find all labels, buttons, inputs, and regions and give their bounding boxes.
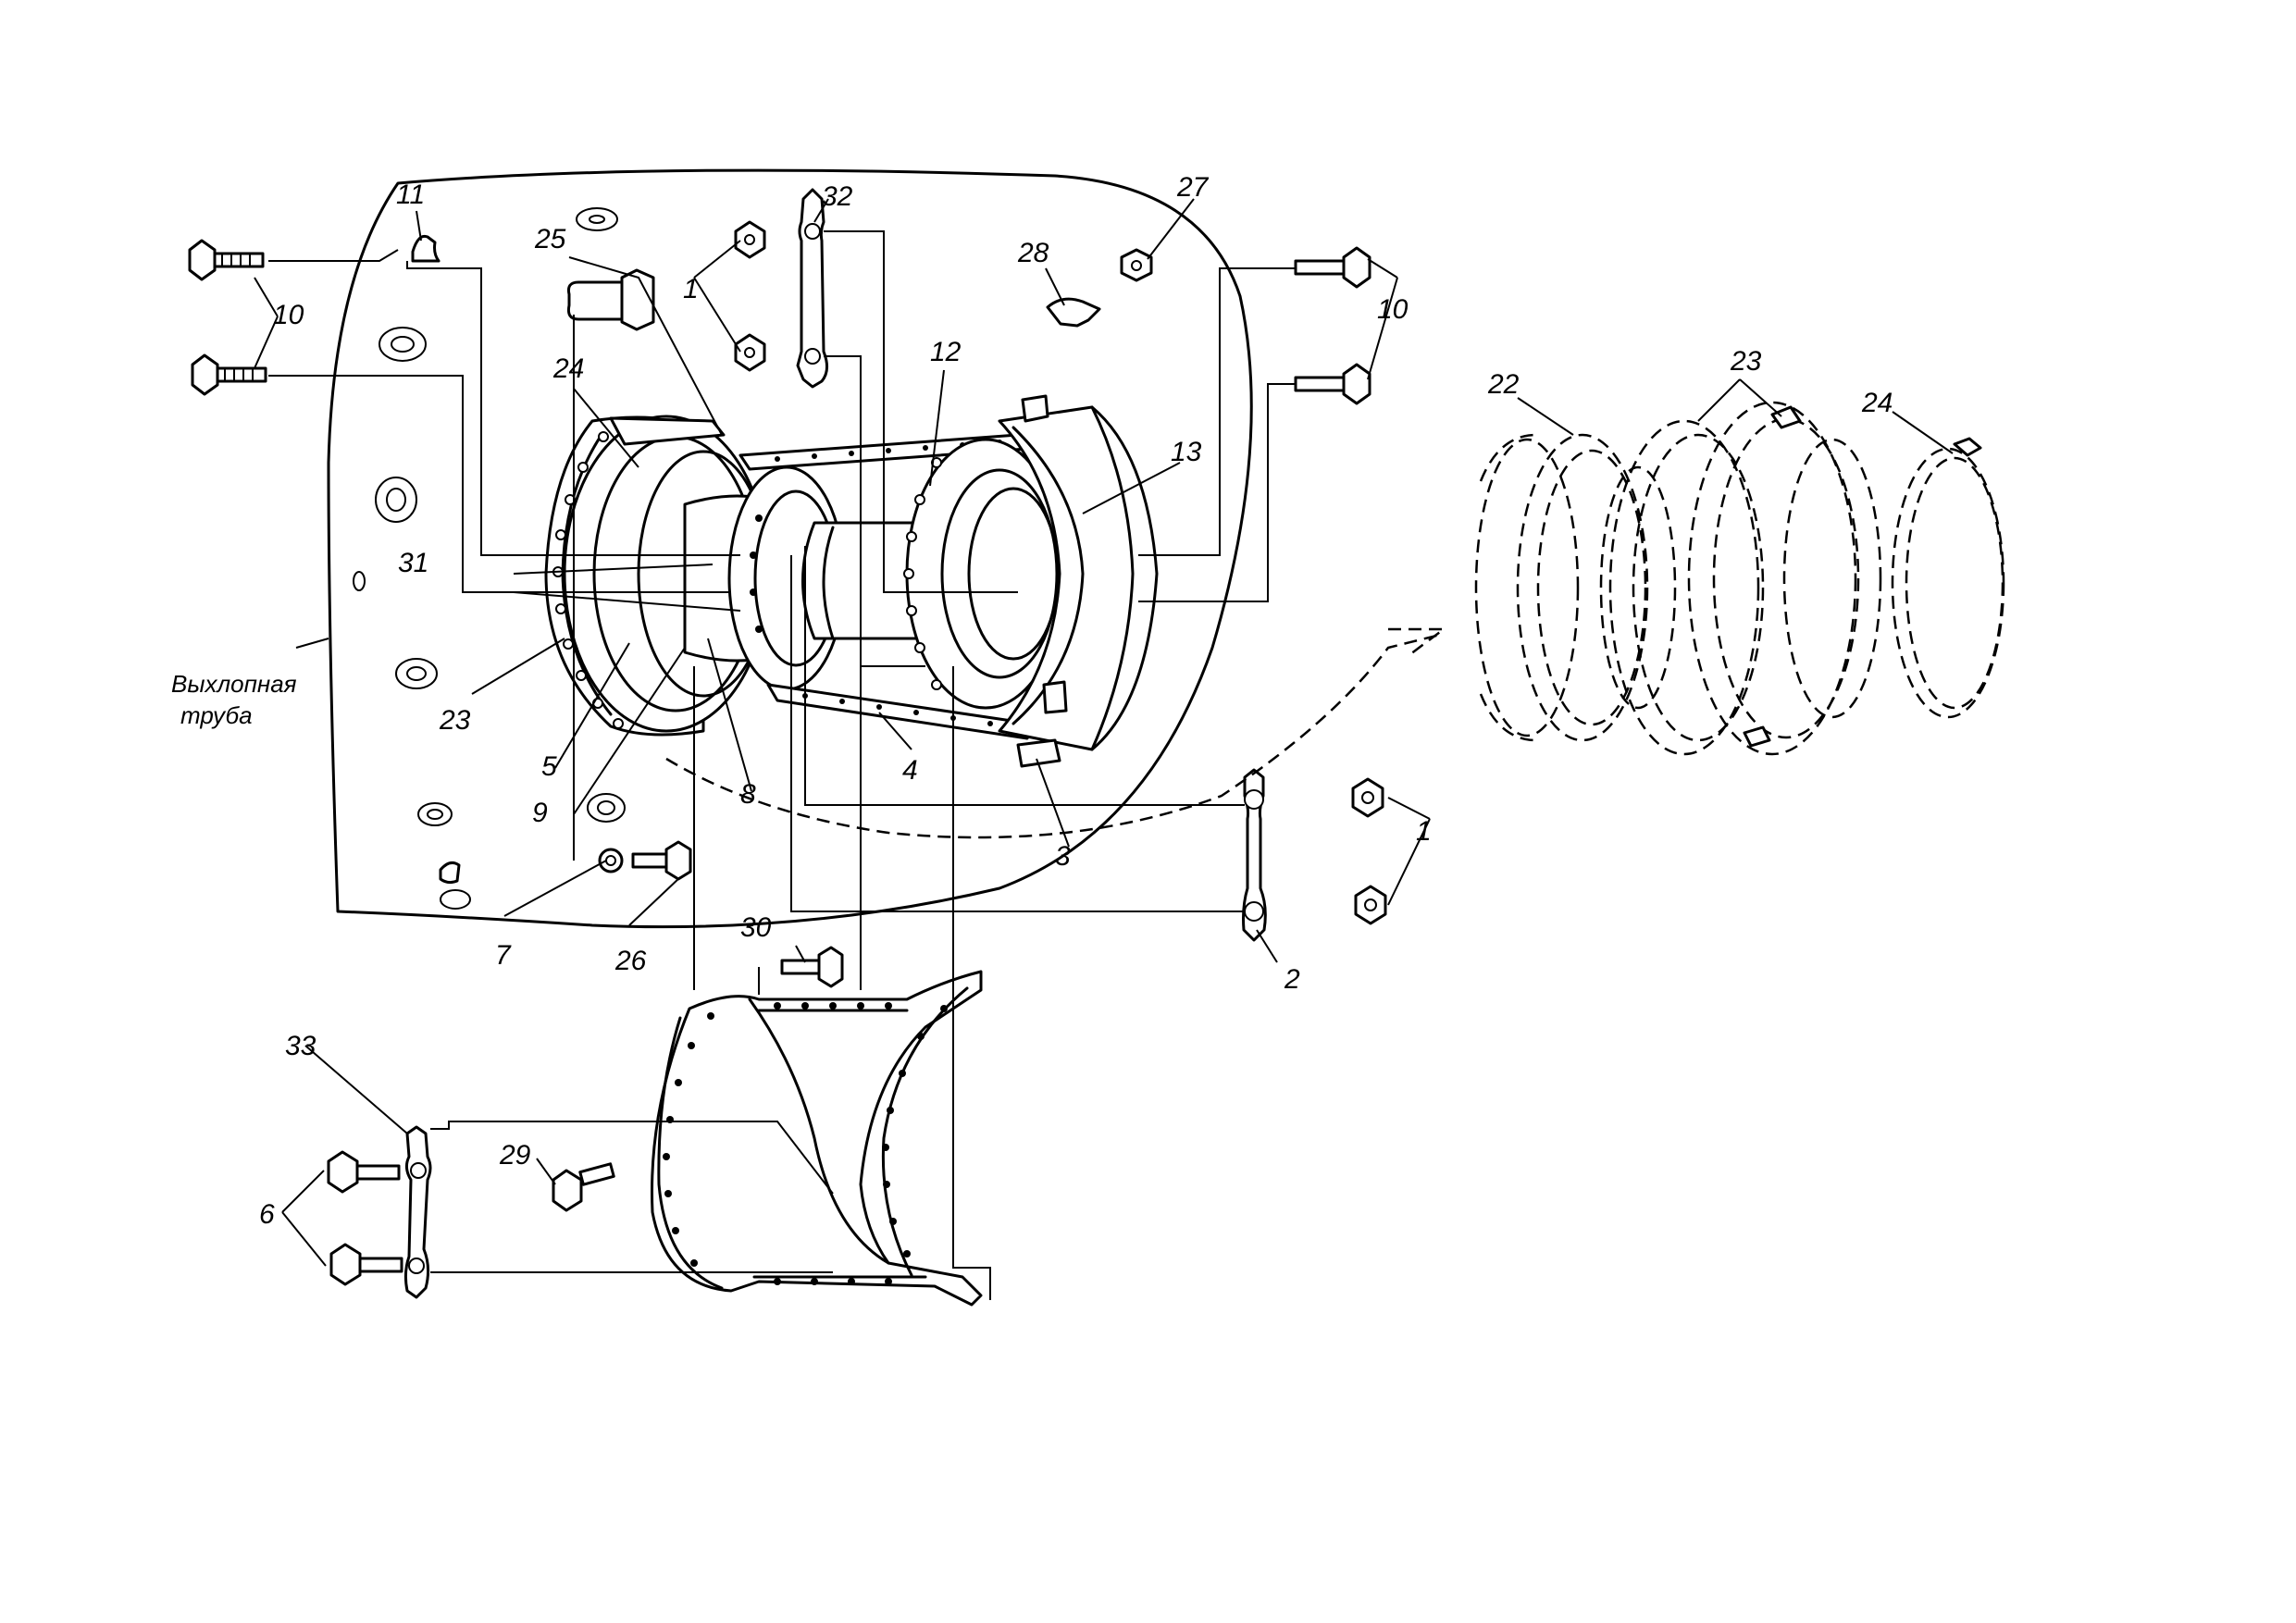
ring-23 <box>1608 401 1882 756</box>
bolt-10-left-lower <box>191 353 267 396</box>
bolt-6-lower <box>329 1243 403 1286</box>
callout-label-c33: 33 <box>285 1031 316 1061</box>
nut-1-right-upper <box>1351 777 1384 818</box>
callout-label-c8: 8 <box>740 779 756 810</box>
callout-label-c4: 4 <box>902 755 918 786</box>
bolt-25 <box>567 268 655 331</box>
bolt-10-right-lower <box>1294 363 1371 405</box>
callout-label-c13: 13 <box>1171 437 1202 467</box>
callout-label-c26: 26 <box>614 946 647 976</box>
callout-pointers <box>254 198 1954 1267</box>
callout-label-c6: 6 <box>259 1199 275 1230</box>
callout-label-c12: 12 <box>930 337 962 367</box>
caption-line-1: Выхлопная <box>171 670 297 698</box>
lower-duct-assembly <box>651 970 983 1307</box>
callout-label-c10b: 10 <box>1377 294 1409 325</box>
callout-label-c28: 28 <box>1017 238 1049 268</box>
washer-7-bolt-26 <box>598 840 692 881</box>
callout-label-c25: 25 <box>534 224 566 254</box>
caption-line-2: труба <box>180 701 253 729</box>
bolt-29 <box>552 1162 615 1212</box>
callout-label-c1b: 1 <box>1416 816 1432 847</box>
callout-label-c24a: 24 <box>552 353 584 384</box>
leader-lines <box>268 230 1296 1300</box>
callout-label-c3: 3 <box>1055 841 1071 872</box>
callout-label-c10a: 10 <box>273 300 304 330</box>
main-flange-assembly <box>544 394 1159 768</box>
callout-label-c11: 11 <box>396 180 425 210</box>
callout-label-c23b: 23 <box>1730 346 1762 377</box>
lock-plate-2 <box>1242 768 1267 942</box>
callout-label-c24b: 24 <box>1861 388 1893 418</box>
ring-24-clamp <box>1891 437 2005 719</box>
bolt-10-left-upper <box>188 239 265 281</box>
bolt-30 <box>780 946 844 988</box>
callout-label-c9: 9 <box>532 798 548 828</box>
nut-1-top-lower <box>734 333 766 372</box>
callout-label-c27: 27 <box>1176 172 1210 203</box>
callout-label-c22: 22 <box>1487 369 1520 400</box>
bolt-10-right-upper <box>1294 246 1371 289</box>
clip-11-icon <box>411 234 441 263</box>
callout-label-c23a: 23 <box>439 705 471 736</box>
exhaust-pipe-plate <box>327 168 1253 929</box>
bolt-6-upper <box>327 1150 401 1194</box>
callout-label-c30: 30 <box>740 912 772 943</box>
callout-label-c1a: 1 <box>683 274 699 304</box>
ring-22 <box>1474 433 1677 742</box>
clip-bottom-icon <box>439 861 461 885</box>
nut-1-right-lower <box>1354 885 1387 925</box>
callout-label-c29: 29 <box>499 1140 531 1171</box>
lock-plate-32 <box>796 188 828 389</box>
callout-label-c31: 31 <box>398 548 428 578</box>
nut-1-top-upper <box>734 220 766 259</box>
callout-label-c7: 7 <box>495 940 512 971</box>
callout-label-c32: 32 <box>822 181 853 212</box>
callout-label-c5: 5 <box>541 751 557 782</box>
clip-28 <box>1046 297 1101 328</box>
plate-holes <box>353 207 626 910</box>
callout-label-c2: 2 <box>1284 964 1300 995</box>
